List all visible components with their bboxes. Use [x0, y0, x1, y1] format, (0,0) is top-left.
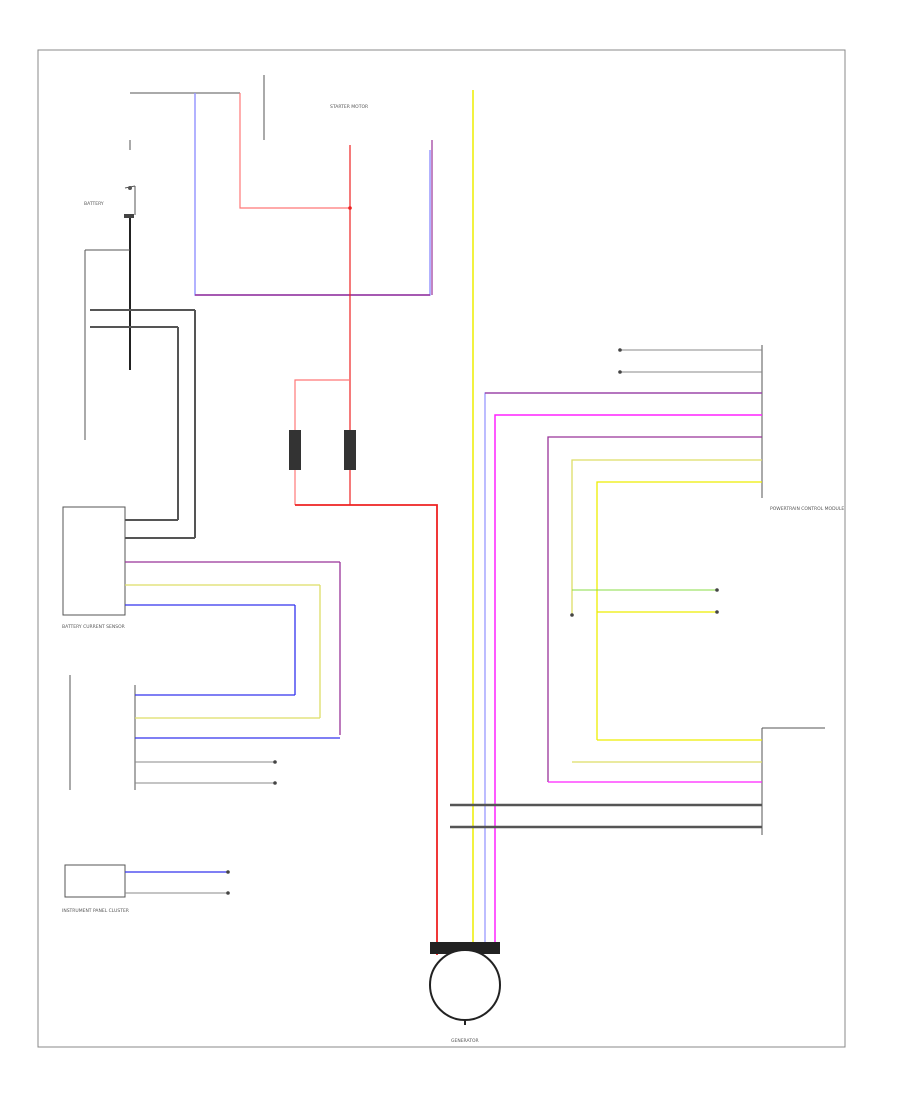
top-feed-wires: STARTER MOTOR — [194, 93, 433, 390]
starter-label: STARTER MOTOR — [330, 104, 368, 110]
powertrain-control-module-label: POWERTRAIN CONTROL MODULE — [770, 506, 844, 512]
generator: GENERATOR — [429, 850, 501, 1044]
battery-label: BATTERY — [84, 201, 104, 207]
splice-notes — [570, 588, 719, 617]
body-control-module — [69, 675, 340, 790]
fusible-link-a — [289, 430, 301, 470]
instrument-panel-cluster-label: INSTRUMENT PANEL CLUSTER — [62, 908, 129, 914]
fusible-link-b — [344, 430, 356, 470]
battery-current-sensor: BATTERY CURRENT SENSOR — [62, 506, 341, 735]
instrument-panel-cluster: INSTRUMENT PANEL CLUSTER — [62, 864, 230, 914]
battery-cables — [84, 218, 196, 539]
battery-symbol: BATTERY — [84, 185, 136, 218]
powertrain-control-module: POWERTRAIN CONTROL MODULE — [484, 345, 844, 850]
underhood-fuse-box — [129, 75, 265, 150]
diagram-frame — [37, 49, 846, 1048]
generator-current-sensor — [450, 727, 825, 835]
generator-symbol — [429, 949, 501, 1021]
generator-label: GENERATOR — [451, 1038, 479, 1044]
battery-current-sensor-label: BATTERY CURRENT SENSOR — [62, 624, 125, 630]
fusible-links — [289, 379, 438, 940]
